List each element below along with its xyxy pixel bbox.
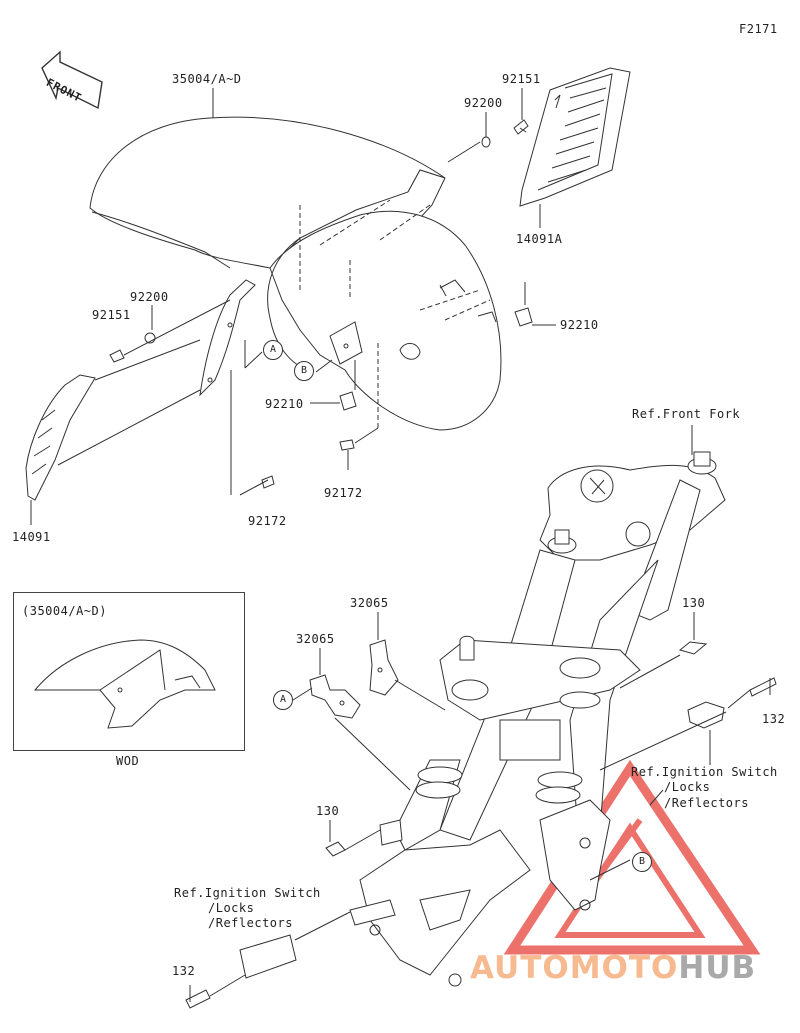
part-label-92151-left: 92151 [92,308,131,322]
ref-ignition-right-2: /Locks [664,780,711,794]
inset-box [13,592,245,751]
part-label-92200-left: 92200 [130,290,169,304]
callout-a-lower: A [273,690,293,710]
watermark-part1: AUTOMOTO [470,950,679,986]
inset-title: (35004/A~D) [22,604,107,618]
callout-b-lower: B [632,852,652,872]
inset-caption: WOD [116,754,140,768]
part-label-132-left: 132 [172,964,196,978]
ref-ignition-left-3: /Reflectors [208,916,293,930]
front-arrow-icon [41,50,103,110]
part-label-92172-center: 92172 [324,486,363,500]
leader-lines-top [30,88,556,525]
leader-lines-bottom [189,425,771,1002]
hardware [109,119,533,489]
part-label-35004: 35004/A~D [172,72,242,86]
diagram-code: F2171 [739,22,778,36]
watermark-text: AUTOMOTOHUB [470,950,756,986]
part-label-92210-right: 92210 [560,318,599,332]
part-label-130-lower: 130 [316,804,340,818]
part-label-92172-left: 92172 [248,514,287,528]
cover-14091a [519,67,631,207]
inset-fender [33,639,216,729]
part-label-14091: 14091 [12,530,51,544]
callout-a: A [263,340,283,360]
brackets-32065 [239,639,725,979]
ref-ignition-right-3: /Reflectors [664,796,749,810]
part-label-14091a: 14091A [516,232,563,246]
part-label-32065-b: 32065 [350,596,389,610]
part-label-92200-top: 92200 [464,96,503,110]
ref-front-fork: Ref.Front Fork [632,407,741,421]
watermark-part2: HUB [678,950,757,986]
part-label-132-right: 132 [762,712,786,726]
ref-ignition-left-1: Ref.Ignition Switch [174,886,321,900]
ref-ignition-right-1: Ref.Ignition Switch [631,765,778,779]
part-label-92210-center: 92210 [265,397,304,411]
part-label-92151-top: 92151 [502,72,541,86]
part-label-32065-a: 32065 [296,632,335,646]
cover-14091 [25,279,256,501]
callout-b: B [294,361,314,381]
part-label-130-upper: 130 [682,596,706,610]
front-fork [349,451,726,987]
ref-ignition-left-2: /Locks [208,901,255,915]
front-fender [89,116,502,431]
